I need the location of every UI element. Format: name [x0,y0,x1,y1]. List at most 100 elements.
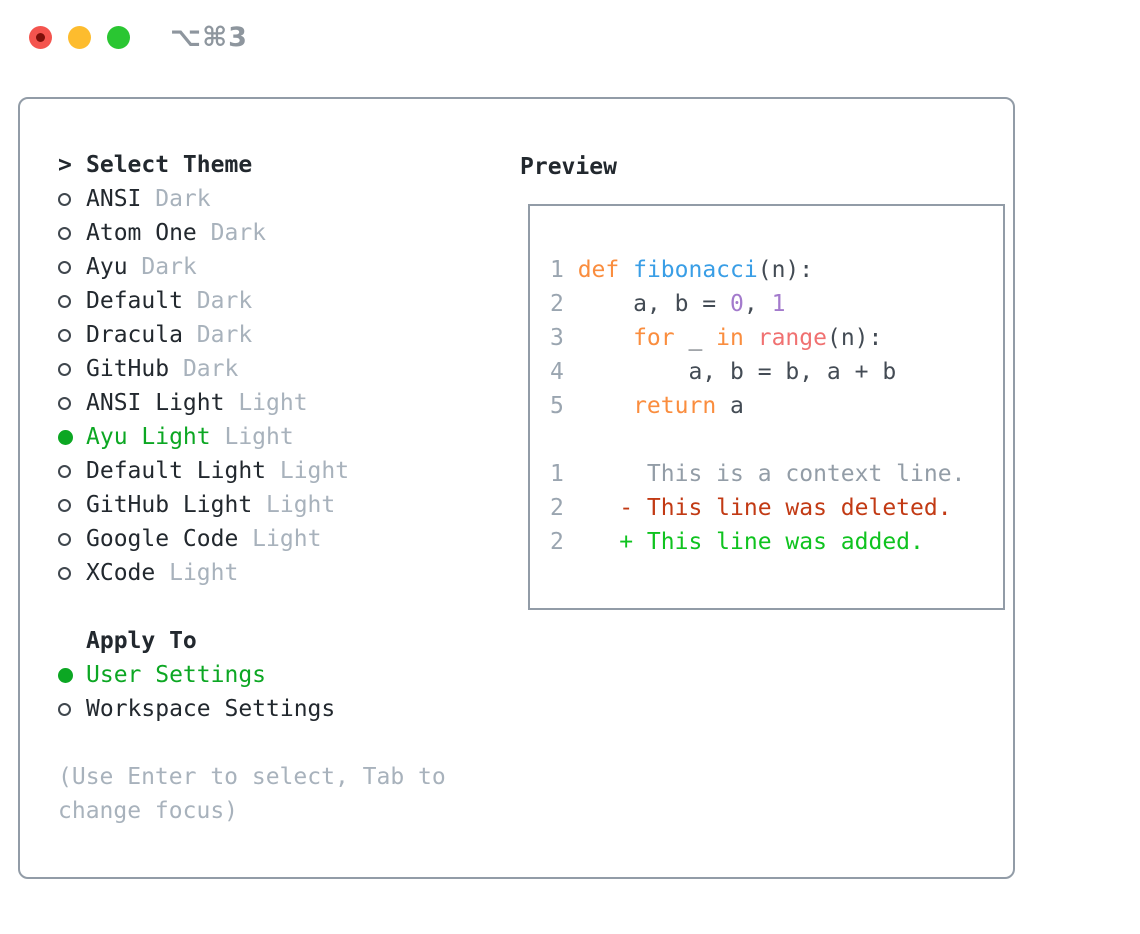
code-segment: for [633,325,675,351]
code-segment: in [716,325,744,351]
code-line: 5 return a [550,389,1003,423]
radio-icon [58,566,86,580]
theme-variant: Dark [182,322,253,348]
code-segment: , [743,291,772,317]
radio-circle [58,396,71,410]
radio-icon [58,498,86,512]
code-segment: 0 [730,291,744,317]
radio-icon [58,192,86,206]
spacer [58,726,500,760]
theme-name: Default [86,288,183,314]
code-segment: a, b = b, a + b [577,359,897,385]
theme-variant: Light [155,560,239,586]
select-theme-title: Select Theme [86,152,253,178]
theme-name: Dracula [86,322,183,348]
theme-name: Google Code [86,526,239,552]
theme-option-default-light[interactable]: Default Light Light [58,454,500,488]
diff-text: This is a context line. [577,461,966,487]
radio-icon [58,294,86,308]
code-segment: _ [674,325,717,351]
radio-circle [58,362,71,376]
theme-option-ayu[interactable]: Ayu Dark [58,250,500,284]
theme-name: Default Light [86,458,267,484]
preview-title: Preview [520,154,617,180]
theme-variant: Dark [169,356,239,382]
theme-option-google-code[interactable]: Google Code Light [58,522,500,556]
minimize-button[interactable] [68,26,91,49]
theme-variant: Dark [141,186,211,212]
radio-icon [58,702,86,716]
radio-icon [58,532,86,546]
theme-name: GitHub [86,356,170,382]
radio-selected-icon [58,429,86,445]
line-number: 1 [550,461,564,487]
code-segment: fibonacci [633,257,758,283]
code-segment: return [633,393,717,419]
line-number: 2 [550,291,564,317]
line-number: 2 [550,495,564,521]
radio-circle [58,260,71,274]
theme-variant: Light [210,424,294,450]
code-line: 4 a, b = b, a + b [550,355,1003,389]
theme-option-atom-one[interactable]: Atom One Dark [58,216,500,250]
theme-option-ansi[interactable]: ANSI Dark [58,182,500,216]
radio-circle [58,464,71,478]
theme-name: Ayu Light [86,424,211,450]
theme-option-default[interactable]: Default Dark [58,284,500,318]
radio-icon [58,464,86,478]
apply-option-workspace-settings[interactable]: Workspace Settings [58,692,500,726]
radio-circle [58,498,71,512]
radio-circle [58,702,71,716]
theme-variant: Dark [182,288,253,314]
line-number: 2 [550,529,564,555]
code-line: 3 for _ in range(n): [550,321,1003,355]
record-dot-icon [36,33,45,42]
theme-option-github[interactable]: GitHub Dark [58,352,500,386]
hint-text: (Use Enter to select, Tab to change focu… [58,764,446,824]
code-segment: a [716,393,744,419]
radio-circle [58,667,73,683]
theme-name: ANSI [86,186,142,212]
line-number: 5 [550,393,564,419]
theme-name: ANSI Light [86,390,225,416]
diff-line-deleted: 2 - This line was deleted. [550,491,1003,525]
radio-circle [58,566,71,580]
apply-to-title: Apply To [86,628,197,654]
code-text: def fibonacci(n): [578,257,813,283]
radio-icon [58,260,86,274]
radio-circle [58,192,71,206]
line-number: 3 [550,325,564,351]
close-button[interactable] [29,26,52,49]
code-segment: a, b = [577,291,731,317]
radio-circle [58,294,71,308]
code-text: for _ in range(n): [578,325,883,351]
theme-variant: Dark [196,220,267,246]
theme-option-ayu-light[interactable]: Ayu Light Light [58,420,500,454]
code-segment [744,325,758,351]
theme-option-github-light[interactable]: GitHub Light Light [58,488,500,522]
theme-option-ansi-light[interactable]: ANSI Light Light [58,386,500,420]
theme-option-xcode[interactable]: XCode Light [58,556,500,590]
apply-option-label: Workspace Settings [86,696,336,722]
radio-circle [58,328,71,342]
window-title: ⌥⌘3 [170,22,248,53]
maximize-button[interactable] [107,26,130,49]
theme-variant: Dark [127,254,197,280]
radio-icon [58,362,86,376]
apply-option-user-settings[interactable]: User Settings [58,658,500,692]
select-theme-header: >Select Theme [58,148,500,182]
code-segment: (n): [757,257,814,283]
theme-variant: Light [266,458,350,484]
theme-option-dracula[interactable]: Dracula Dark [58,318,500,352]
code-segment [619,257,633,283]
code-segment: range [757,325,827,351]
theme-name: XCode [86,560,156,586]
diff-line-context: 1 This is a context line. [550,457,1003,491]
apply-option-label: User Settings [86,662,267,688]
theme-variant: Light [252,492,336,518]
code-segment: (n): [826,325,883,351]
